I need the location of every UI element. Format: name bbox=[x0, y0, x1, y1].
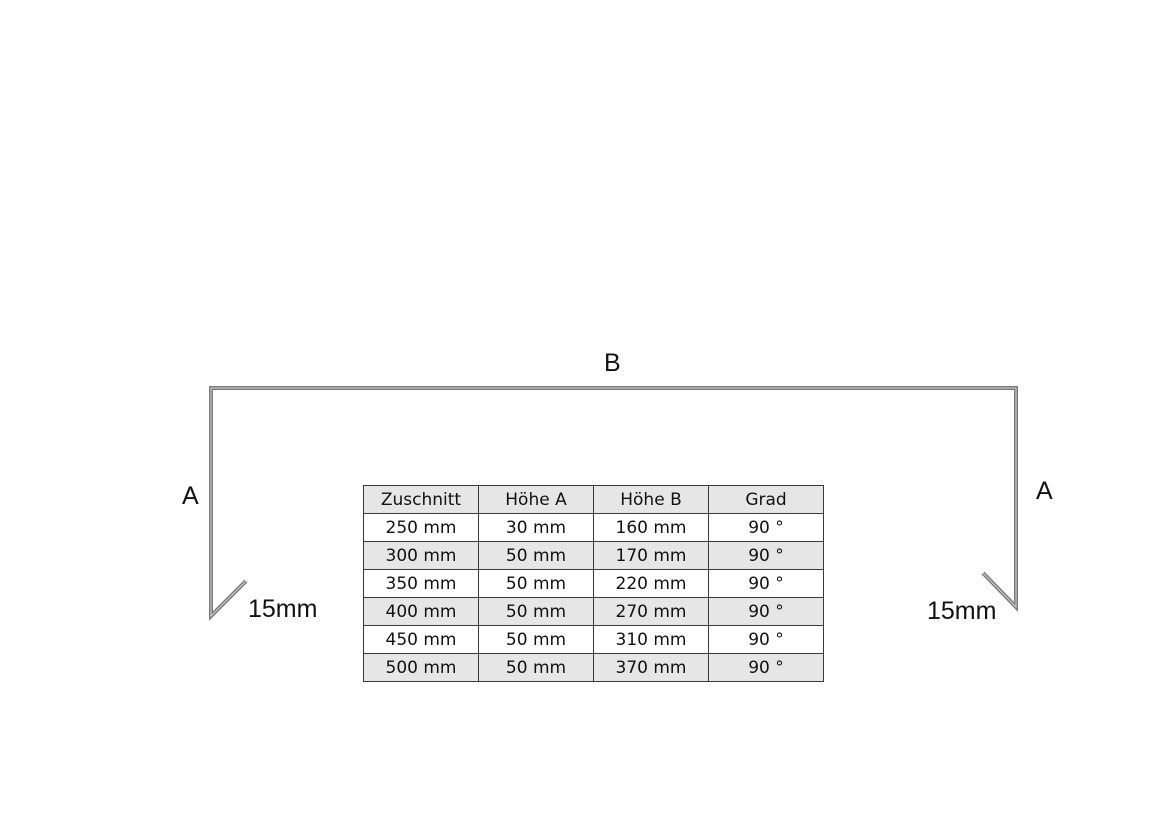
table-cell: 30 mm bbox=[478, 513, 594, 542]
table-cell: 400 mm bbox=[363, 597, 479, 626]
table-cell: 90 ° bbox=[708, 597, 824, 626]
table-header-cell: Höhe B bbox=[593, 485, 709, 514]
dimension-label-a-left: A bbox=[182, 482, 199, 510]
table-cell: 310 mm bbox=[593, 625, 709, 654]
table-cell: 90 ° bbox=[708, 569, 824, 598]
table-cell: 50 mm bbox=[478, 541, 594, 570]
table-cell: 350 mm bbox=[363, 569, 479, 598]
table-cell: 370 mm bbox=[593, 653, 709, 682]
flange-label-left-clip: 15mm bbox=[248, 595, 318, 627]
profile-highlight bbox=[210, 387, 1017, 618]
flange-label-left: 15mm bbox=[248, 595, 318, 623]
table-cell: 90 ° bbox=[708, 541, 824, 570]
table-cell: 50 mm bbox=[478, 569, 594, 598]
table-cell: 50 mm bbox=[478, 597, 594, 626]
flange-label-right: 15mm bbox=[927, 597, 997, 625]
dimension-label-b: B bbox=[604, 349, 621, 377]
table-header-cell: Höhe A bbox=[478, 485, 594, 514]
table-cell: 270 mm bbox=[593, 597, 709, 626]
table-cell: 450 mm bbox=[363, 625, 479, 654]
table-cell: 160 mm bbox=[593, 513, 709, 542]
dimension-label-a-right: A bbox=[1036, 477, 1053, 505]
table-cell: 90 ° bbox=[708, 625, 824, 654]
table-header-cell: Grad bbox=[708, 485, 824, 514]
table-cell: 90 ° bbox=[708, 513, 824, 542]
table-header-cell: Zuschnitt bbox=[363, 485, 479, 514]
table-cell: 500 mm bbox=[363, 653, 479, 682]
table-cell: 170 mm bbox=[593, 541, 709, 570]
table-cell: 300 mm bbox=[363, 541, 479, 570]
table-cell: 90 ° bbox=[708, 653, 824, 682]
table-cell: 50 mm bbox=[478, 653, 594, 682]
table-cell: 220 mm bbox=[593, 569, 709, 598]
table-cell: 50 mm bbox=[478, 625, 594, 654]
table-cell: 250 mm bbox=[363, 513, 479, 542]
